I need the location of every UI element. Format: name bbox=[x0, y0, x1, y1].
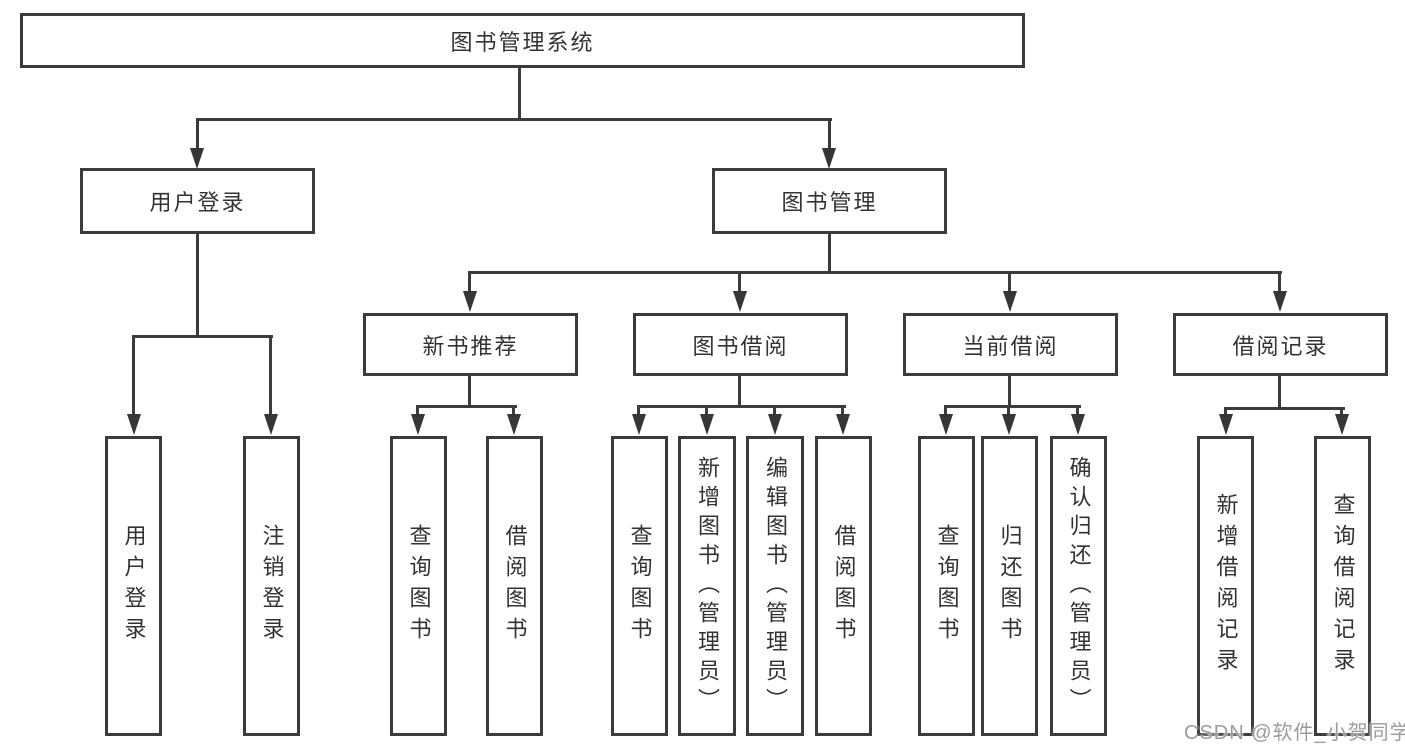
arrow-down-icon bbox=[632, 414, 646, 435]
node-book-borrowing: 图书借阅 bbox=[633, 313, 848, 376]
node-leaf-edit-books-admin: 编辑图书（管理员） bbox=[746, 436, 804, 736]
connector-leaf-stem bbox=[637, 405, 640, 417]
node-leaf-borrow-books-1: 借阅图书 bbox=[486, 436, 543, 736]
arrow-down-icon bbox=[411, 414, 425, 435]
connector-leaf-stem bbox=[1340, 407, 1343, 417]
connector-leaf-user-login-stem bbox=[132, 335, 135, 417]
arrow-down-icon bbox=[507, 414, 521, 435]
node-book-management: 图书管理 bbox=[712, 168, 947, 234]
connector-leaf-stem bbox=[1076, 405, 1079, 417]
arrow-down-icon bbox=[190, 148, 204, 169]
node-leaf-add-books-admin: 新增图书（管理员） bbox=[678, 436, 736, 736]
node-leaf-query-borrow-record: 查询借阅记录 bbox=[1314, 436, 1371, 736]
node-leaf-query-books-3-label: 查询图书 bbox=[934, 524, 960, 648]
connector-current-borrowing-stub bbox=[1008, 376, 1011, 407]
connector-user-login-hbar bbox=[132, 335, 273, 338]
node-user-login: 用户登录 bbox=[80, 168, 315, 234]
arrow-down-icon bbox=[836, 414, 850, 435]
node-leaf-add-borrow-record-label: 新增借阅记录 bbox=[1213, 493, 1239, 679]
node-leaf-add-books-admin-label: 新增图书（管理员） bbox=[695, 455, 720, 717]
connector-new-book-recommend-stem bbox=[468, 271, 471, 294]
arrow-down-icon bbox=[1335, 414, 1349, 435]
node-leaf-borrow-books-2: 借阅图书 bbox=[815, 436, 872, 736]
node-current-borrowing-label: 当前借阅 bbox=[962, 333, 1059, 359]
arrow-down-icon bbox=[463, 291, 477, 312]
connector-leaf-stem bbox=[773, 405, 776, 417]
node-book-borrowing-label: 图书借阅 bbox=[692, 333, 789, 359]
node-leaf-return-books: 归还图书 bbox=[981, 436, 1038, 736]
node-current-borrowing: 当前借阅 bbox=[903, 313, 1118, 376]
node-leaf-query-books-2: 查询图书 bbox=[611, 436, 668, 736]
node-leaf-borrow-books-2-label: 借阅图书 bbox=[831, 524, 857, 648]
connector-book-management-hbar bbox=[468, 271, 1282, 274]
arrow-down-icon bbox=[1071, 414, 1085, 435]
connector-borrowing-records-hbar bbox=[1224, 407, 1345, 410]
connector-leaf-stem bbox=[944, 405, 947, 417]
node-borrowing-records-label: 借阅记录 bbox=[1232, 333, 1329, 359]
arrow-down-icon bbox=[733, 291, 747, 312]
node-borrowing-records: 借阅记录 bbox=[1173, 313, 1388, 376]
arrow-down-icon bbox=[822, 148, 836, 169]
arrow-down-icon bbox=[1219, 414, 1233, 435]
node-root-label: 图书管理系统 bbox=[450, 29, 595, 55]
node-leaf-user-login-label: 用户登录 bbox=[121, 524, 147, 648]
arrow-down-icon bbox=[1273, 291, 1287, 312]
node-leaf-query-books-3: 查询图书 bbox=[918, 436, 975, 736]
connector-leaf-stem bbox=[1007, 405, 1010, 417]
connector-book-borrowing-stem bbox=[738, 271, 741, 294]
arrow-down-icon bbox=[939, 414, 953, 435]
node-new-book-recommend: 新书推荐 bbox=[363, 313, 578, 376]
arrow-down-icon bbox=[127, 414, 141, 435]
connector-root-hbar bbox=[196, 118, 832, 121]
connector-leaf-stem bbox=[841, 405, 844, 417]
connector-root-stub bbox=[518, 68, 521, 120]
connector-book-borrowing-hbar bbox=[637, 405, 846, 408]
node-leaf-edit-books-admin-label: 编辑图书（管理员） bbox=[763, 455, 788, 717]
connector-leaf-stem bbox=[705, 405, 708, 417]
node-leaf-query-books-1: 查询图书 bbox=[390, 436, 447, 736]
arrow-down-icon bbox=[1003, 291, 1017, 312]
node-leaf-borrow-books-1-label: 借阅图书 bbox=[502, 524, 528, 648]
connector-book-management-stem bbox=[828, 118, 831, 151]
connector-book-borrowing-stub bbox=[738, 376, 741, 407]
connector-user-login-stub bbox=[196, 234, 199, 338]
node-book-management-label: 图书管理 bbox=[781, 190, 878, 215]
connector-new-book-recommend-hbar bbox=[416, 405, 517, 408]
arrow-down-icon bbox=[768, 414, 782, 435]
node-new-book-recommend-label: 新书推荐 bbox=[422, 333, 519, 359]
connector-new-book-recommend-stub bbox=[468, 376, 471, 407]
connector-leaf-stem bbox=[416, 405, 419, 417]
arrow-down-icon bbox=[264, 414, 278, 435]
node-leaf-query-borrow-record-label: 查询借阅记录 bbox=[1330, 493, 1356, 679]
node-leaf-query-books-1-label: 查询图书 bbox=[406, 524, 432, 648]
connector-book-management-stub bbox=[828, 234, 831, 274]
node-leaf-return-books-label: 归还图书 bbox=[997, 524, 1023, 648]
node-root: 图书管理系统 bbox=[20, 13, 1025, 68]
connector-leaf-stem bbox=[1224, 407, 1227, 417]
connector-leaf-stem bbox=[512, 405, 515, 417]
node-leaf-logout: 注销登录 bbox=[243, 436, 300, 736]
arrow-down-icon bbox=[1002, 414, 1016, 435]
node-leaf-confirm-return-admin: 确认归还（管理员） bbox=[1050, 436, 1107, 736]
connector-current-borrowing-hbar bbox=[944, 405, 1081, 408]
connector-leaf-logout-stem bbox=[269, 335, 272, 417]
connector-user-login-stem bbox=[196, 118, 199, 151]
node-leaf-query-books-2-label: 查询图书 bbox=[627, 524, 653, 648]
connector-borrowing-records-stem bbox=[1278, 271, 1281, 294]
node-leaf-confirm-return-admin-label: 确认归还（管理员） bbox=[1066, 455, 1092, 717]
node-leaf-logout-label: 注销登录 bbox=[259, 524, 285, 648]
node-leaf-user-login: 用户登录 bbox=[105, 436, 162, 736]
node-leaf-add-borrow-record: 新增借阅记录 bbox=[1197, 436, 1254, 736]
arrow-down-icon bbox=[700, 414, 714, 435]
connector-current-borrowing-stem bbox=[1008, 271, 1011, 294]
node-user-login-label: 用户登录 bbox=[149, 190, 246, 215]
connector-borrowing-records-stub bbox=[1278, 376, 1281, 409]
watermark: CSDN @软件_小贺同学 bbox=[1184, 722, 1405, 744]
